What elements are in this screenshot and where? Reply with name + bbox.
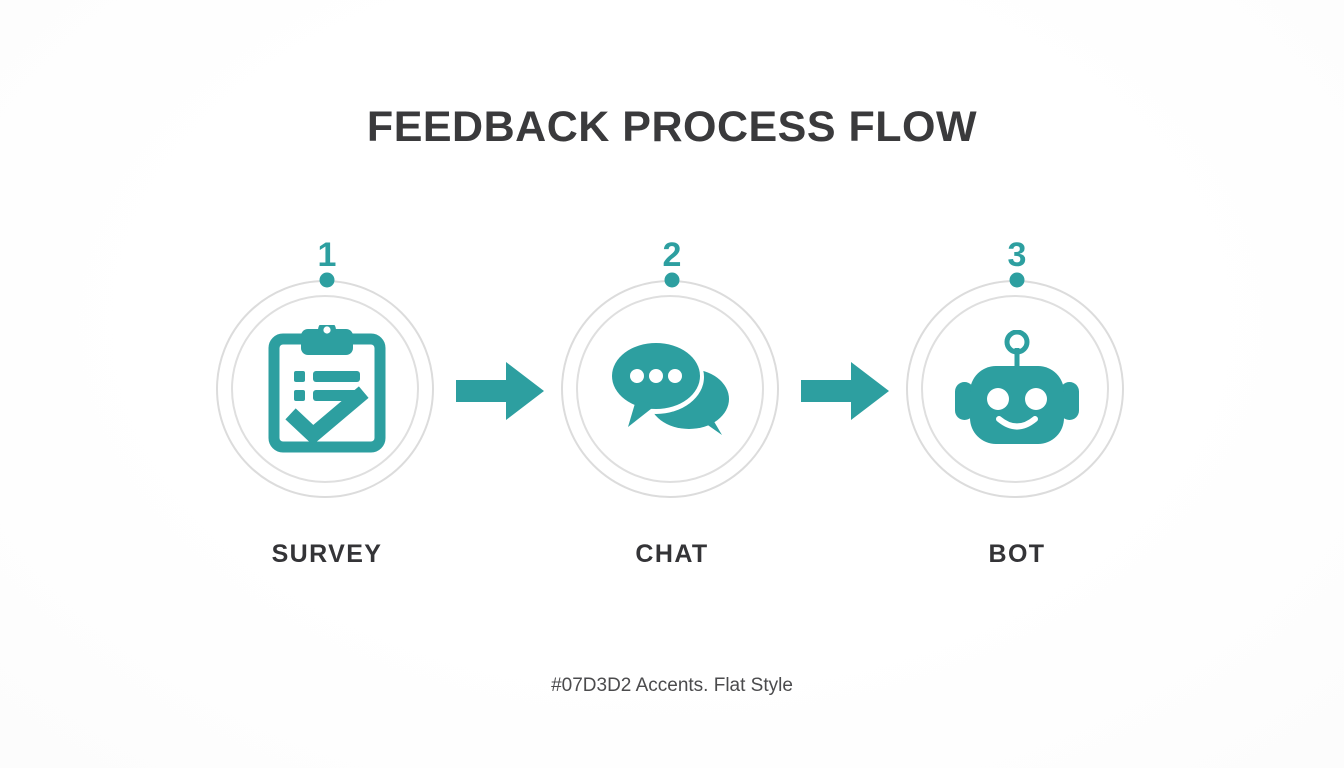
ring-marker-dot [319,272,335,288]
step-label: SURVEY [271,540,383,568]
step-ring [561,272,783,502]
flow-step-survey[interactable]: 1 [205,238,450,588]
ring-inner [231,295,419,483]
ring-inner [921,295,1109,483]
flow-step-chat[interactable]: 2 [550,238,795,588]
step-label: BOT [988,540,1046,568]
arrow-right-icon [795,238,895,588]
page-title: FEEDBACK PROCESS FLOW [366,103,978,151]
step-number: 2 [662,236,682,274]
robot-head-icon [952,324,1082,454]
process-flow: 1 [0,238,1344,588]
footer-caption: #07D3D2 Accents. Flat Style [551,675,793,696]
ring-marker-dot [664,272,680,288]
step-ring [906,272,1128,502]
ring-marker-dot [1009,272,1025,288]
flow-step-bot[interactable]: 3 [895,238,1140,588]
step-ring [216,272,438,502]
ring-inner [576,295,764,483]
clipboard-checklist-icon [262,324,392,454]
step-number: 3 [1007,236,1027,274]
chat-bubbles-icon [607,324,737,454]
step-label: CHAT [635,540,709,568]
step-number: 1 [317,236,337,274]
arrow-right-icon [450,238,550,588]
